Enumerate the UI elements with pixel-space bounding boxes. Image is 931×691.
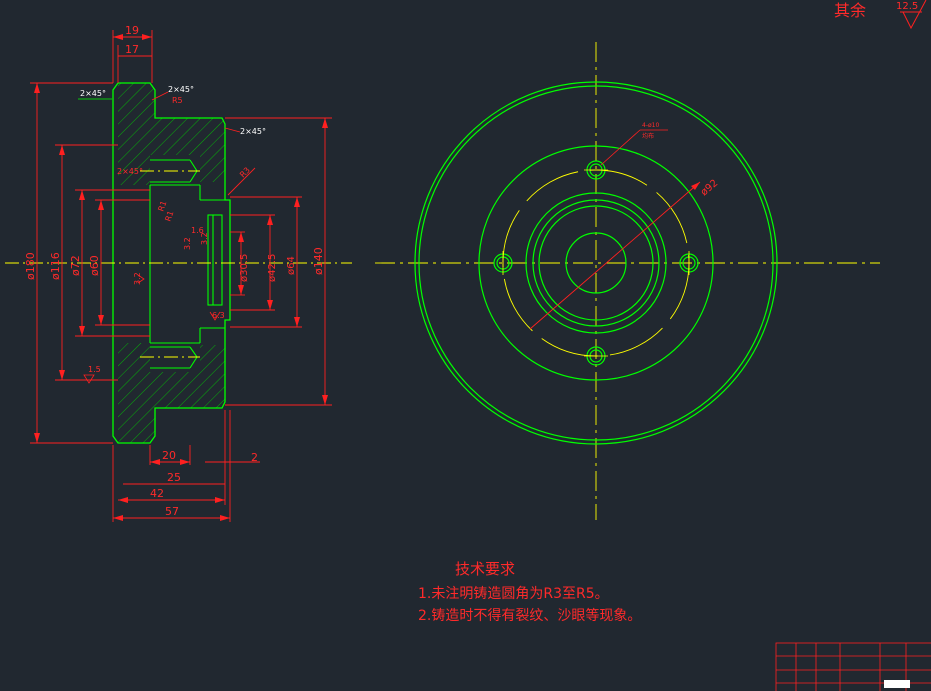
roughness-3-2-c: 3.2 — [200, 232, 209, 245]
roughness-6-3: 6.3 — [212, 311, 225, 320]
dim-phi180: ø180 — [24, 252, 37, 280]
dim-20: 20 — [162, 449, 176, 462]
dim-17: 17 — [125, 43, 139, 56]
chamfer-top: 2×45° — [168, 85, 194, 94]
roughness-3-2-a: 3.2 — [133, 272, 142, 285]
tech-req-line1: 1.未注明铸造圆角为R3至R5。 — [418, 586, 609, 602]
side-centerlines — [5, 170, 352, 358]
radius-r3: R3 — [238, 166, 252, 180]
side-arrowheads — [34, 34, 328, 521]
section-outline — [112, 82, 231, 444]
title-block-mark — [884, 680, 910, 688]
radius-r1-b: R1 — [163, 210, 175, 223]
side-dimension-text: 19 17 ø180 ø116 ø72 ø60 ø30.5 ø42.5 ø64 … — [24, 24, 325, 518]
dim-phi64: ø64 — [286, 256, 297, 275]
radius-r5: R5 — [172, 96, 183, 105]
roughness-prefix: 其余 — [834, 1, 866, 20]
tech-requirements: 技术要求 1.未注明铸造圆角为R3至R5。 2.铸造时不得有裂纹、沙眼等现象。 — [418, 560, 641, 624]
front-circles — [414, 81, 778, 445]
radius-r1-a: R1 — [156, 200, 168, 213]
dim-57: 57 — [165, 505, 179, 518]
chamfer-mid-label: 2×45° — [117, 167, 143, 176]
roughness-1-6: 1.6 — [191, 226, 204, 235]
dim-phi60: ø60 — [88, 255, 101, 276]
section-inner-lines — [149, 159, 225, 369]
hole-label-leader — [600, 129, 668, 166]
hole-center-marks — [502, 169, 690, 357]
dim-2: 2 — [251, 451, 258, 464]
roughness-3-2-b: 3.2 — [183, 237, 192, 250]
roughness-1-5: 1.5 — [88, 365, 101, 374]
front-view: ø92 4-ø10 均布 — [375, 42, 880, 520]
roughness-symbol — [900, 0, 927, 30]
dim-25: 25 — [167, 471, 181, 484]
roughness-value: 12.5 — [896, 1, 918, 12]
front-centerlines — [375, 42, 880, 520]
roughness-note: 其余 12.5 — [834, 0, 927, 30]
tech-req-line2: 2.铸造时不得有裂纹、沙眼等现象。 — [418, 607, 641, 624]
side-chamfer-text: 2×45° 2×45° 2×45° — [80, 85, 266, 136]
section-hatch-top — [118, 83, 225, 185]
dim-phi72: ø72 — [69, 255, 82, 276]
section-hatch-bottom — [118, 343, 225, 443]
pcd-dim-label: ø92 — [699, 178, 721, 199]
pcd-dimension-line — [529, 181, 701, 330]
side-roughness-marks — [83, 274, 221, 384]
pcd-arrow — [691, 182, 700, 190]
dim-42: 42 — [150, 487, 164, 500]
chamfer-left: 2×45° — [80, 89, 106, 98]
dim-phi116: ø116 — [49, 252, 62, 280]
side-view: 19 17 ø180 ø116 ø72 ø60 ø30.5 ø42.5 ø64 … — [5, 24, 352, 522]
dim-19: 19 — [125, 24, 139, 37]
chamfer-right: 2×45° — [240, 127, 266, 136]
side-dimension-lines — [30, 30, 332, 522]
tech-req-title: 技术要求 — [455, 560, 515, 578]
hole-label-line2: 均布 — [642, 132, 654, 140]
dim-phi42-5: ø42.5 — [267, 254, 278, 282]
dim-phi140: ø140 — [312, 247, 325, 275]
hole-label-line1: 4-ø10 — [642, 122, 659, 129]
dim-phi30-5: ø30.5 — [239, 254, 250, 282]
